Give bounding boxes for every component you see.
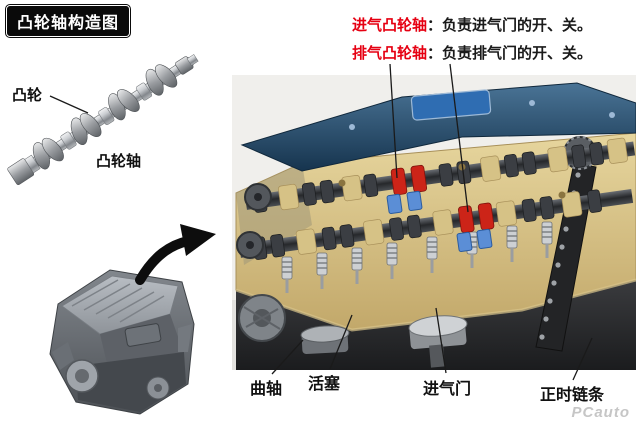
- cam-lobes: [32, 64, 178, 170]
- label-intake-valve: 进气门: [423, 381, 472, 398]
- page-title: 凸轮轴构造图: [4, 4, 132, 38]
- cam-label: 凸轮: [12, 87, 43, 104]
- label-crankshaft: 曲轴: [250, 381, 283, 398]
- engine-cutaway-image: [232, 75, 636, 370]
- label-piston: 活塞: [308, 376, 341, 393]
- arrow-icon: [135, 224, 216, 285]
- annotation-intake-desc: ：负责进气门的开、关。: [427, 17, 593, 34]
- annotation-exhaust-camshaft: 排气凸轮轴：负责排气门的开、关。: [352, 42, 592, 63]
- camshaft-label: 凸轮轴: [96, 153, 142, 170]
- annotation-intake-camshaft: 进气凸轮轴：负责进气门的开、关。: [352, 14, 592, 35]
- annotation-exhaust-desc: ：负责排气门的开、关。: [427, 45, 593, 62]
- camshaft-illustration: [7, 54, 199, 186]
- camshaft-body: [7, 54, 199, 186]
- watermark: PCauto: [571, 404, 630, 421]
- annotation-exhaust-term: 排气凸轮轴: [352, 45, 428, 62]
- annotation-intake-term: 进气凸轮轴: [352, 17, 428, 34]
- blue-tappets: [386, 190, 493, 252]
- alternator: [238, 294, 286, 342]
- engine-thumbnail: [49, 269, 195, 415]
- label-timing-chain: 正时链条: [540, 387, 605, 404]
